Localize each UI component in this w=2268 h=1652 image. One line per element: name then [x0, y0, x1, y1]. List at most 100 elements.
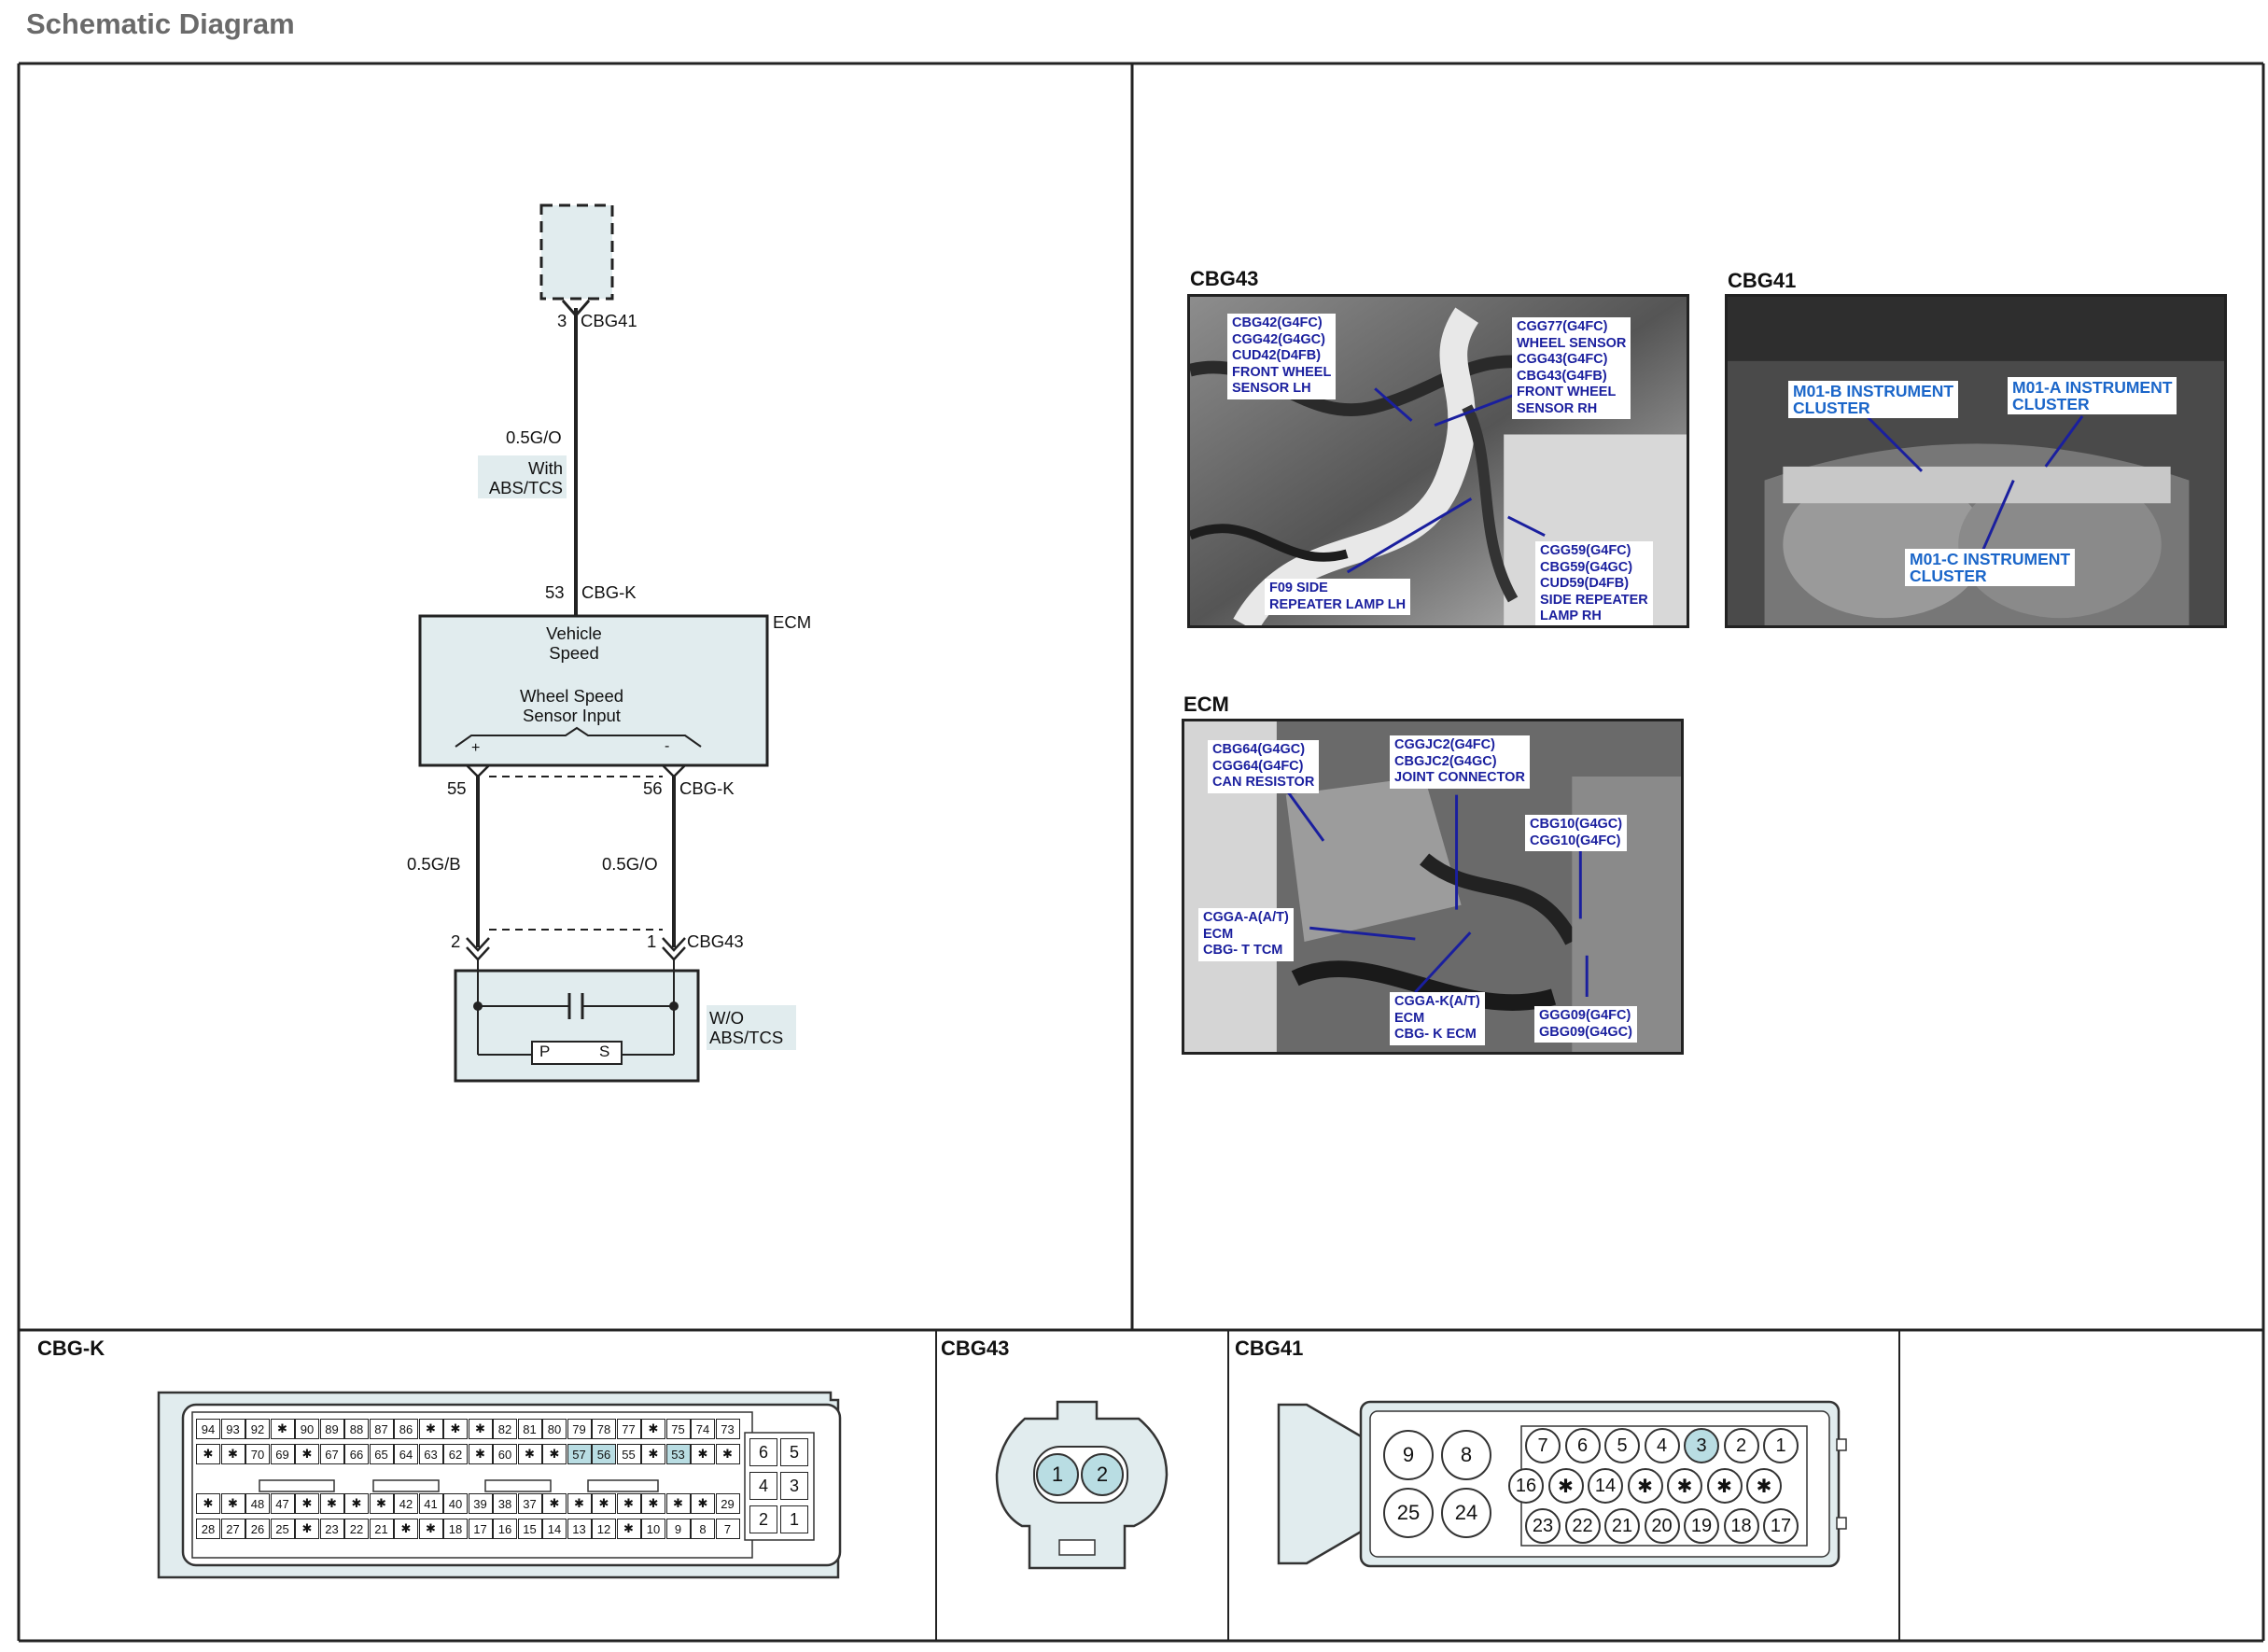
cbgk-pin: 16: [493, 1519, 517, 1539]
cbgk-pin: 86: [394, 1419, 418, 1439]
ecm-pin-53-label: 53: [545, 582, 565, 602]
cbgk-pin: ✱: [517, 1444, 542, 1464]
cbgk-pin: ✱: [394, 1519, 418, 1539]
cbg41-pin: 4: [1644, 1428, 1680, 1463]
cbgk-pin: ✱: [418, 1419, 443, 1439]
cbgk-pin: 87: [369, 1419, 394, 1439]
cbgk-pin: 67: [319, 1444, 344, 1464]
cbgk-pin: 77: [616, 1419, 641, 1439]
cbgk-pin: ✱: [567, 1493, 592, 1514]
cbg41-pin: ✱: [1547, 1468, 1584, 1504]
photo-cbg43-callout-4: CGG59(G4FC) CBG59(G4GC) CUD59(D4FB) SIDE…: [1535, 541, 1653, 625]
cbg41-pin: 22: [1564, 1508, 1601, 1544]
cbgk-pin: 10: [641, 1519, 665, 1539]
conn-cbg43-title: CBG43: [941, 1337, 1010, 1360]
cbgk-pin: 90: [295, 1419, 319, 1439]
cbgk-pin: 74: [691, 1419, 715, 1439]
ecm-minus-label: -: [665, 738, 670, 754]
sensor-s-label: S: [599, 1043, 610, 1060]
cbgk-pin: 9: [665, 1519, 691, 1539]
cbg41-pin: 21: [1604, 1508, 1640, 1544]
cluster-component-box: [539, 203, 614, 301]
cbgk-pin: 15: [517, 1519, 542, 1539]
cbgk-pin: ✱: [220, 1493, 245, 1514]
cbgk-pin: 25: [270, 1519, 295, 1539]
cbgk-side-pin: 5: [780, 1438, 808, 1466]
cbgk-pin: 13: [567, 1519, 592, 1539]
cbgk-pin: 12: [592, 1519, 616, 1539]
ecm-pin-56-label: 56: [643, 778, 663, 798]
cbgk-pin: 18: [443, 1519, 468, 1539]
cbgk-pin: ✱: [295, 1493, 319, 1514]
cbg41-pin: 20: [1644, 1508, 1680, 1544]
cbgk-top-label: CBG-K: [581, 582, 637, 602]
cbgk-side-pin: 4: [749, 1472, 777, 1500]
cbgk-pin: ✱: [196, 1444, 220, 1464]
cbgk-pin: 37: [517, 1493, 542, 1514]
cbg43-pin-2: 2: [1081, 1453, 1124, 1496]
cbgk-pin: 38: [493, 1493, 517, 1514]
cbgk-pin: ✱: [220, 1444, 245, 1464]
cbgk-pin: 42: [394, 1493, 418, 1514]
photo-cbg41-title: CBG41: [1728, 269, 1797, 292]
cbg41-pin: 7: [1525, 1428, 1561, 1463]
sensor-note: W/O ABS/TCS: [709, 1008, 784, 1047]
cbgk-pin: 88: [344, 1419, 369, 1439]
cbgk-pin: 41: [418, 1493, 443, 1514]
cbgk-pin: ✱: [418, 1519, 443, 1539]
cbgk-pin: 62: [443, 1444, 468, 1464]
photo-ecm-callout-1: CBG64(G4GC) CGG64(G4FC) CAN RESISTOR: [1208, 740, 1320, 793]
cbgk-pin: 66: [344, 1444, 369, 1464]
cbgk-pin: 63: [418, 1444, 443, 1464]
cbg41-pin: 19: [1684, 1508, 1719, 1544]
cbg43-pin-1: 1: [1036, 1453, 1079, 1496]
cbgk-side-pin: 6: [749, 1438, 777, 1466]
cbg43-pin-2-label: 2: [451, 931, 461, 951]
photo-cbg43-callout-3: F09 SIDE REPEATER LAMP LH: [1265, 579, 1411, 615]
cbgk-pin: ✱: [468, 1444, 493, 1464]
cbgk-pin: 79: [567, 1419, 592, 1439]
cbgk-bottom-label: CBG-K: [679, 778, 735, 798]
cbg41-pin: ✱: [1667, 1468, 1702, 1504]
cbgk-pin: 92: [245, 1419, 270, 1439]
cbg41-large-pin: 25: [1383, 1488, 1434, 1538]
cbgk-pin: ✱: [542, 1493, 567, 1514]
photo-ecm-callout-6: GGG09(G4FC) GBG09(G4GC): [1534, 1006, 1637, 1043]
cbgk-pin: 57: [567, 1444, 592, 1464]
cbgk-pin: 65: [369, 1444, 394, 1464]
photo-ecm-callout-3: CBG10(G4GC) CGG10(G4FC): [1525, 815, 1628, 851]
ecm-sensor-input-label: Wheel Speed Sensor Input: [519, 686, 624, 725]
cbgk-pin: 60: [493, 1444, 517, 1464]
cbgk-pin: 56: [592, 1444, 616, 1464]
cbg41-pin-label: 3: [557, 311, 567, 330]
cbgk-pin: ✱: [295, 1444, 319, 1464]
cbgk-pin: ✱: [443, 1419, 468, 1439]
cbgk-pin: 89: [319, 1419, 344, 1439]
wire-top-note: With ABS/TCS: [488, 458, 563, 497]
cbg41-pin: 18: [1723, 1508, 1759, 1544]
cbg41-pin: ✱: [1706, 1468, 1743, 1504]
page-title: Schematic Diagram: [26, 7, 295, 40]
cbgk-pin: ✱: [319, 1493, 344, 1514]
cbgk-pin: ✱: [468, 1419, 493, 1439]
cbgk-pin: 23: [319, 1519, 344, 1539]
cbgk-pin: ✱: [641, 1444, 665, 1464]
cbgk-pin: ✱: [641, 1419, 665, 1439]
cbgk-pin: 93: [220, 1419, 245, 1439]
cbgk-pin: ✱: [542, 1444, 567, 1464]
wire-right-spec: 0.5G/O: [602, 854, 658, 874]
cbgk-pin: ✱: [295, 1519, 319, 1539]
conn-cbgk-title: CBG-K: [37, 1337, 105, 1360]
photo-ecm-title: ECM: [1183, 693, 1229, 716]
cbgk-pin: 75: [665, 1419, 691, 1439]
cbgk-pin: ✱: [616, 1493, 641, 1514]
cbgk-pin: 27: [220, 1519, 245, 1539]
ecm-name-label: ECM: [773, 612, 812, 632]
photo-cbg43-title: CBG43: [1190, 267, 1259, 290]
cbgk-pin: 73: [715, 1419, 740, 1439]
cbg41-large-pin: 8: [1441, 1430, 1491, 1480]
cbg41-pin: 17: [1763, 1508, 1799, 1544]
cbg41-pin: ✱: [1746, 1468, 1782, 1504]
